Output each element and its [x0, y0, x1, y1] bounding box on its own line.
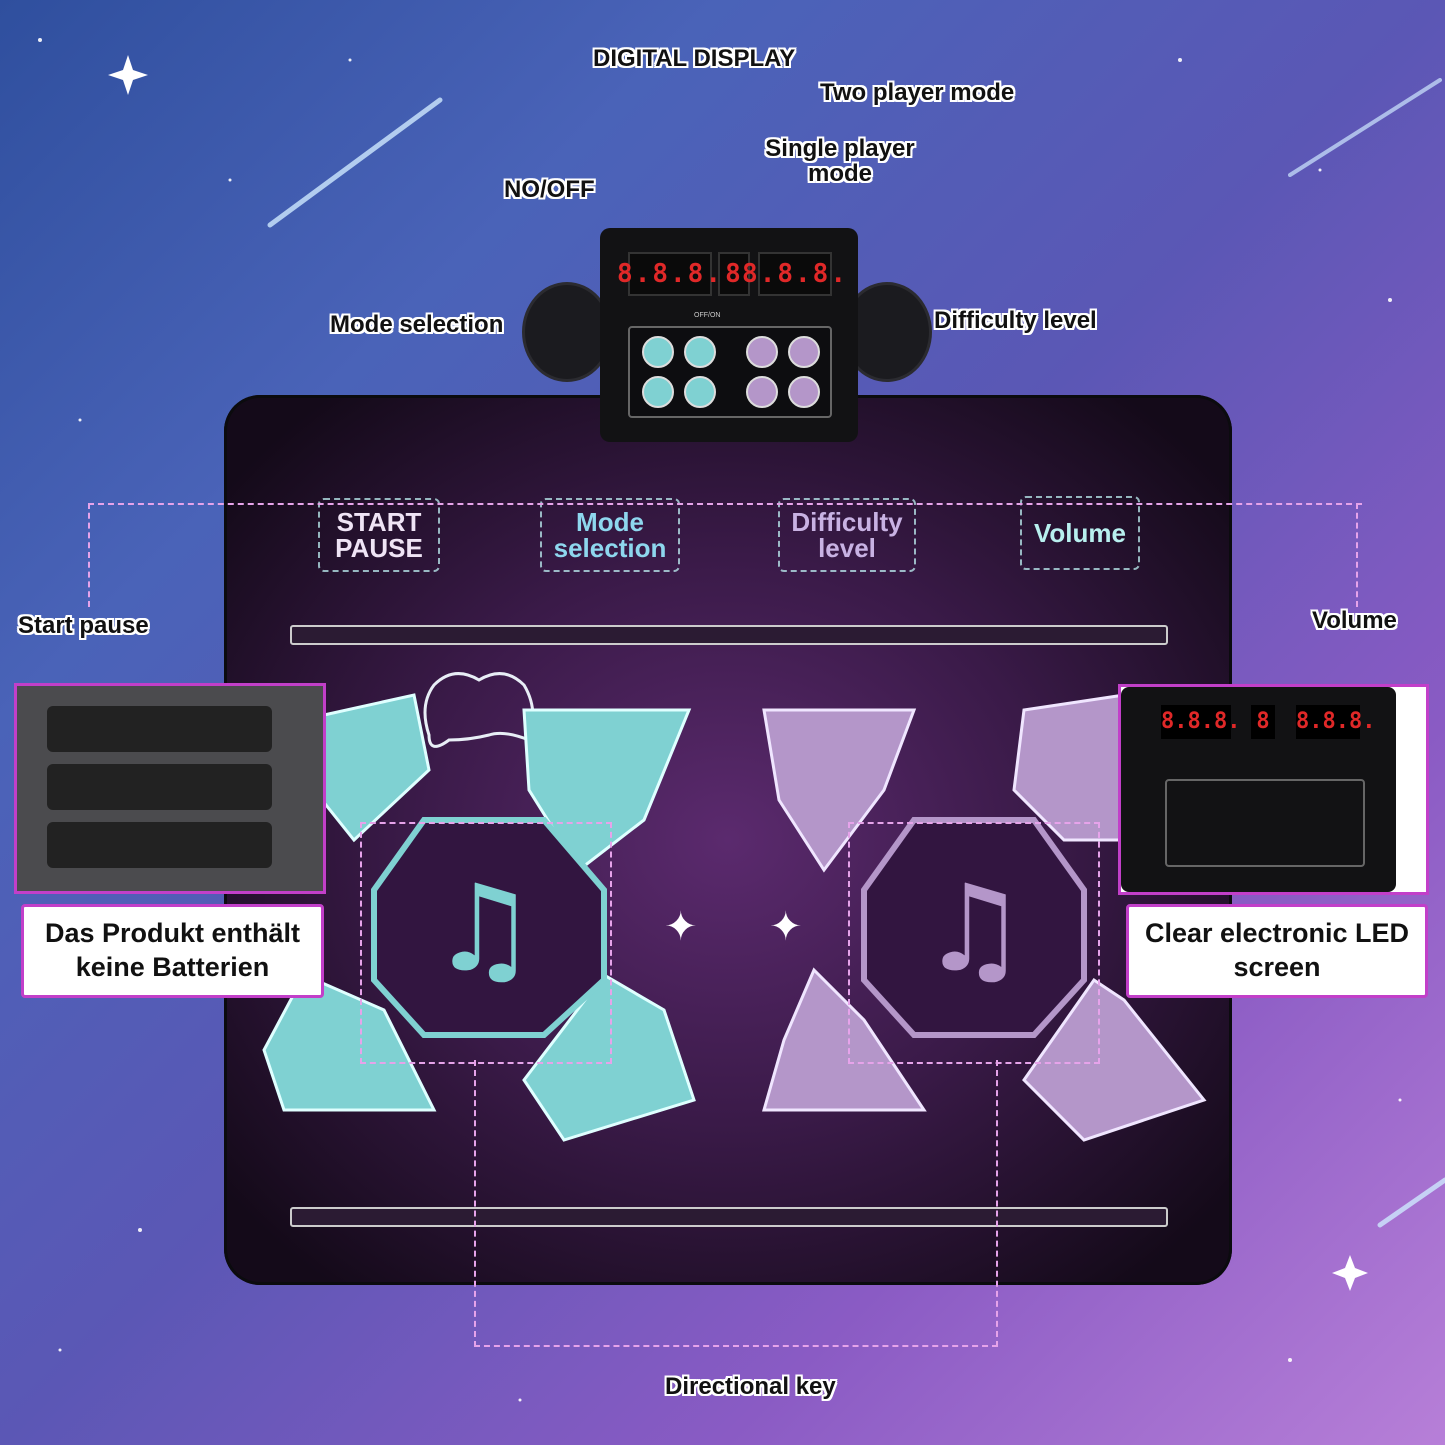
- circle-pad-p2: [1012, 693, 1126, 842]
- cross-button-p2[interactable]: [746, 336, 778, 368]
- music-note-icon: ♫: [430, 860, 538, 999]
- svg-text:♫: ♫: [920, 860, 1028, 999]
- triangle-button-p1[interactable]: [642, 376, 674, 408]
- cross-pad-p2: [762, 708, 917, 873]
- start-pause-leader: [88, 503, 90, 607]
- led-screen-zoom-image: 8.8.8. 8 8.8.8.: [1118, 684, 1429, 895]
- direction-pads: ♫ ♫ ✦ ✦: [262, 672, 1207, 1142]
- circle-button-p1[interactable]: [684, 336, 716, 368]
- display-center-digit: 8: [718, 252, 750, 296]
- battery-compartment-image: [14, 683, 326, 894]
- gamepad-icon: [423, 672, 535, 748]
- on-off-label: NO/OFF: [504, 176, 595, 203]
- music-pad-p2: [861, 817, 1087, 1038]
- volume-button[interactable]: Volume: [1020, 496, 1140, 570]
- triangle-pad-p2: [762, 967, 927, 1112]
- directional-key-box-p1: [360, 822, 612, 1064]
- volume-label: Volume: [1312, 607, 1397, 634]
- volume-leader: [1356, 503, 1358, 607]
- batteries-callout: Das Produkt enthält keine Batterien: [21, 904, 324, 998]
- start-pause-button[interactable]: START PAUSE: [318, 498, 440, 572]
- sparkle-icon: ✦: [664, 905, 698, 949]
- directional-key-box-p2: [848, 822, 1100, 1064]
- progress-bar-top: [290, 625, 1168, 645]
- start-pause-label: Start pause: [18, 612, 149, 639]
- directional-key-label: Directional key: [665, 1373, 836, 1400]
- digital-display-label: DIGITAL DISPLAY: [593, 45, 796, 72]
- display-right-digits: 8.8.8.: [742, 252, 846, 296]
- function-leader-line: [88, 503, 1362, 505]
- led-screen-callout: Clear electronic LED screen: [1126, 904, 1428, 998]
- single-player-label: Single player mode: [765, 135, 915, 188]
- svg-text:✦: ✦: [769, 905, 803, 949]
- square-button-p1[interactable]: [684, 376, 716, 408]
- mode-selection-label: Mode selection: [330, 311, 504, 338]
- mode-selection-button[interactable]: Mode selection: [540, 498, 680, 572]
- display-left-digits: 8.8.8.: [617, 252, 721, 296]
- music-pad-p1: [371, 817, 607, 1038]
- circle-button-p2[interactable]: [788, 336, 820, 368]
- cross-pad-p1: [312, 693, 431, 843]
- switch-label: OFF/ON: [694, 312, 721, 319]
- directional-key-bracket: [474, 1060, 998, 1347]
- difficulty-level-label: Difficulty level: [934, 307, 1097, 334]
- two-player-label: Two player mode: [820, 79, 1015, 106]
- triangle-pad-p1: [262, 973, 437, 1112]
- difficulty-level-button[interactable]: Difficulty level: [778, 498, 916, 572]
- cross-button-p1[interactable]: [642, 336, 674, 368]
- speaker-left: [522, 282, 612, 382]
- square-pad-p2: [1022, 977, 1207, 1142]
- square-button-p2[interactable]: [788, 376, 820, 408]
- triangle-button-p2[interactable]: [746, 376, 778, 408]
- progress-bar-bottom: [290, 1207, 1168, 1227]
